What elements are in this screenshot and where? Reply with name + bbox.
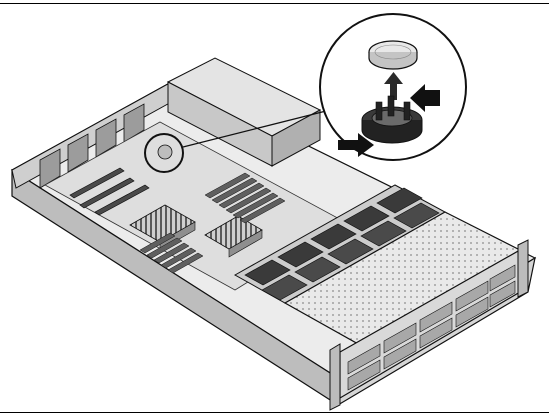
rack-ear-right (517, 239, 529, 298)
battery-callout-circle (144, 133, 184, 173)
pcie-slots (69, 167, 150, 216)
callout (182, 13, 467, 161)
rack-ear-left (329, 343, 341, 411)
cpu-heatsink-2 (204, 215, 263, 258)
power-supply (166, 57, 322, 167)
callout-leader-line (182, 109, 331, 148)
fan-module-row-2 (261, 202, 440, 301)
rear-slot-brackets (39, 103, 145, 189)
fan-tray (233, 184, 447, 304)
top-rule (0, 3, 549, 4)
insert-arrow-icon (338, 133, 374, 157)
dimm-bank-1 (204, 172, 286, 224)
drive-bays (347, 264, 516, 391)
battery-holder (361, 95, 423, 144)
battery-socket-location (157, 144, 173, 160)
lift-arrow-icon (384, 72, 403, 100)
battery-icon (368, 40, 418, 70)
fan-module (244, 187, 423, 286)
push-arrow-icon (410, 84, 440, 112)
bottom-rule (0, 412, 549, 413)
dimm-bank-2 (139, 232, 204, 274)
drive-cage (283, 211, 529, 411)
motherboard (44, 121, 346, 291)
